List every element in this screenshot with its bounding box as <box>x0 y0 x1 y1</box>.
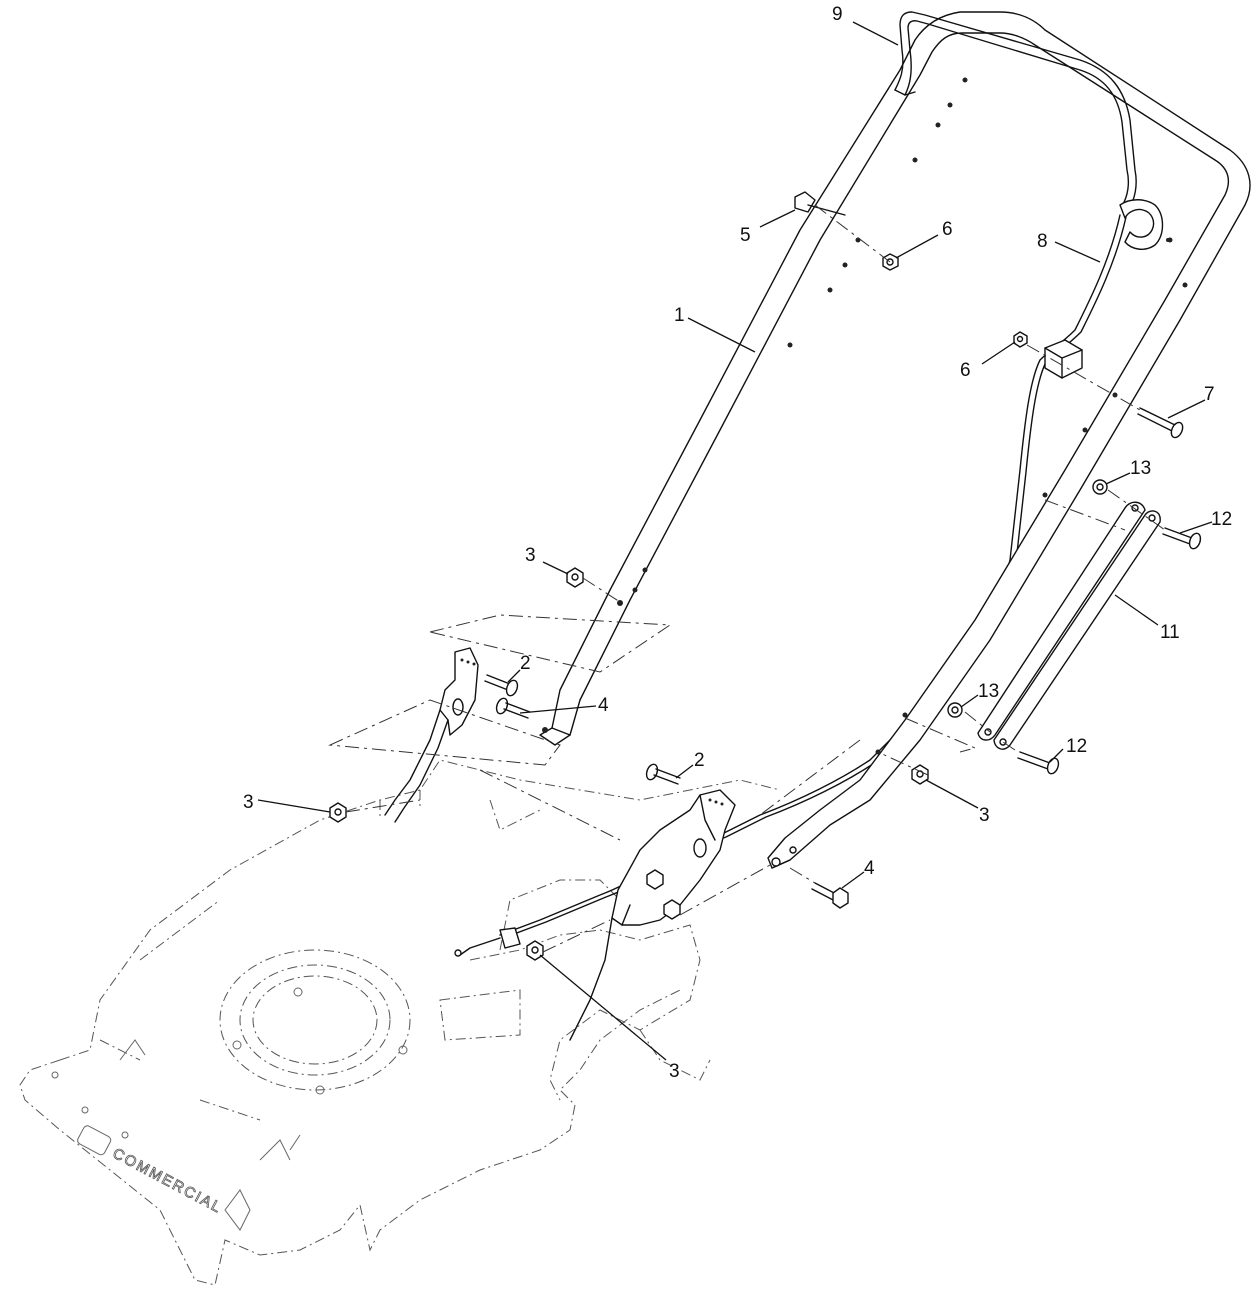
fasteners <box>329 191 1202 961</box>
callout-9: 9 <box>832 4 843 25</box>
callout-3: 3 <box>525 545 536 566</box>
washer-part-13-lower <box>947 702 963 718</box>
nut-part-3-lower <box>526 940 544 961</box>
callout-6: 6 <box>960 360 971 381</box>
bolt-part-4-lower <box>811 882 849 909</box>
cable-clamp <box>1044 339 1083 379</box>
left-bracket <box>384 647 479 823</box>
link-bars-part-11 <box>977 501 1161 750</box>
callout-12: 12 <box>1211 509 1232 530</box>
callout-4: 4 <box>864 858 875 879</box>
bolt-part-12-lower <box>1017 751 1060 775</box>
callout-leaders <box>257 21 1213 1061</box>
nut-part-3-left <box>329 802 347 823</box>
callout-13: 13 <box>978 681 999 702</box>
handle-holes <box>542 77 1188 867</box>
bolt-part-4-upper <box>495 697 531 719</box>
callout-7: 7 <box>1204 384 1215 405</box>
bolt-part-2-lower <box>645 763 681 785</box>
bolt-part-7 <box>1137 407 1184 439</box>
nut-part-3-right <box>911 764 929 785</box>
callout-8: 8 <box>1037 231 1048 252</box>
callout-3: 3 <box>669 1061 680 1082</box>
callout-3: 3 <box>979 805 990 826</box>
assembly-centerlines <box>328 204 1166 953</box>
right-bracket <box>569 789 736 1041</box>
deck-brand-text: COMMERCIAL <box>110 1145 225 1217</box>
handle-assembly <box>539 11 1251 869</box>
callout-3: 3 <box>243 792 254 813</box>
callout-13: 13 <box>1130 458 1151 479</box>
bolt-part-2-upper <box>484 674 519 697</box>
callout-2: 2 <box>520 653 531 674</box>
callout-1: 1 <box>674 305 685 326</box>
callout-labels: 9 5 6 8 1 6 7 13 12 11 3 2 4 13 12 2 3 3… <box>243 4 1232 1082</box>
bail-lever <box>894 11 1170 250</box>
bolt-part-12-upper <box>1162 527 1202 550</box>
nut-part-6-lower <box>1013 331 1028 348</box>
callout-11: 11 <box>1160 622 1180 643</box>
callout-2: 2 <box>694 750 705 771</box>
washer-part-13-upper <box>1092 479 1108 495</box>
bracket-nuts <box>646 869 681 920</box>
callout-5: 5 <box>740 225 751 246</box>
callout-6: 6 <box>942 219 953 240</box>
nut-part-6-upper <box>882 253 899 271</box>
nut-part-3-upper-left <box>566 567 584 588</box>
callout-12: 12 <box>1066 736 1087 757</box>
callout-4: 4 <box>598 695 609 716</box>
cable-clip-part-5 <box>794 191 846 216</box>
